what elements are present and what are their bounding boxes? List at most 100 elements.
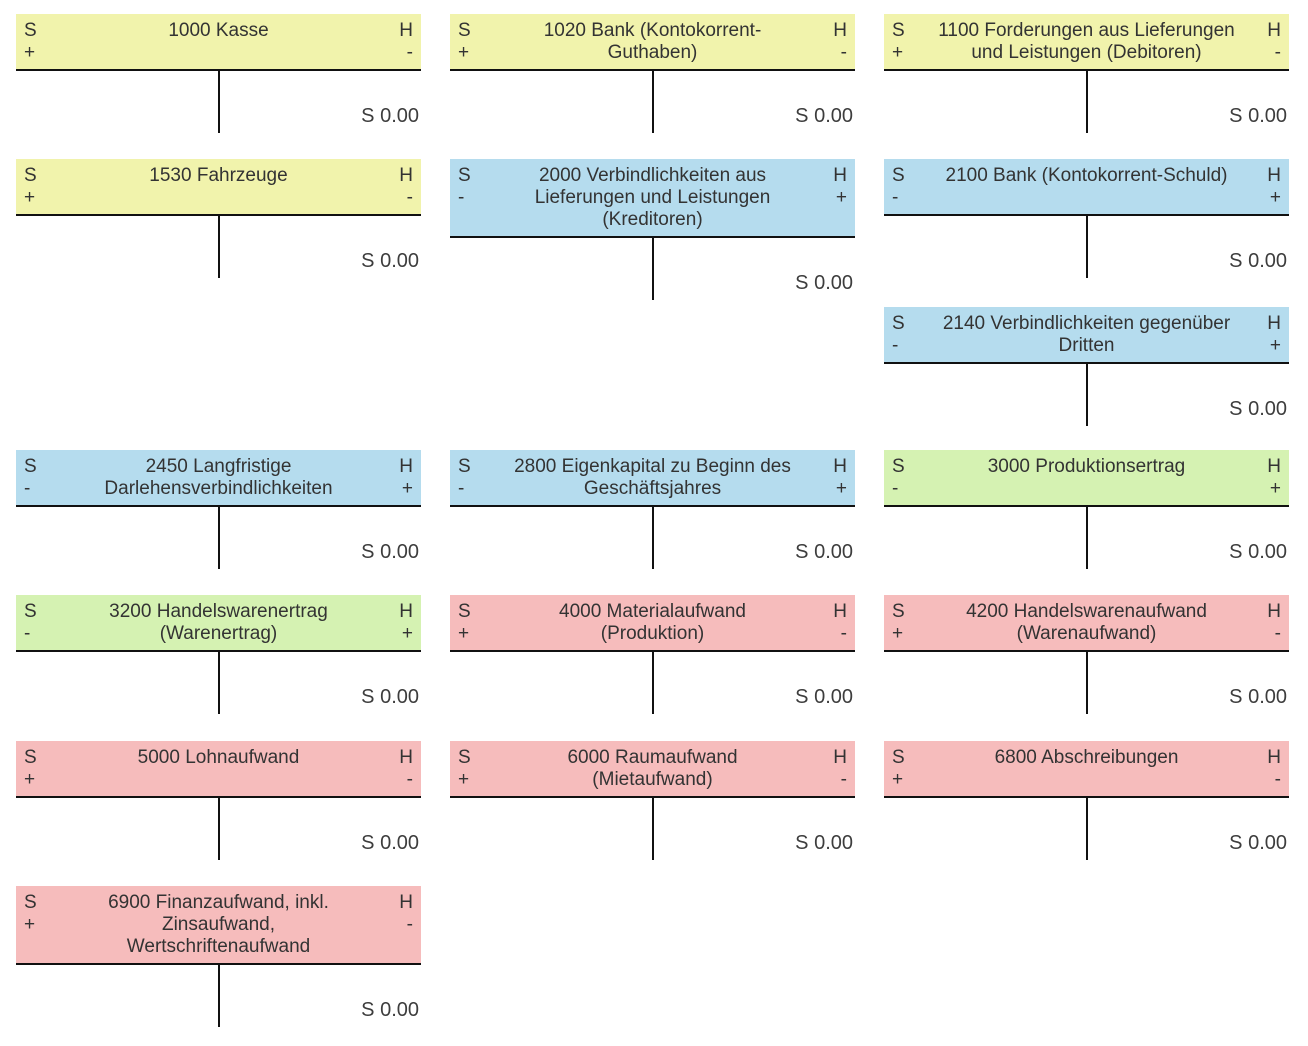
debit-sign: + bbox=[892, 42, 904, 63]
account-body: S 0.00 bbox=[884, 652, 1289, 714]
debit-sign: + bbox=[24, 187, 36, 208]
credit-label: H bbox=[1267, 747, 1281, 768]
balance-label: S 0.00 bbox=[1229, 105, 1287, 127]
balance-label: S 0.00 bbox=[795, 686, 853, 708]
account-body: S 0.00 bbox=[884, 71, 1289, 133]
credit-sign: - bbox=[1274, 42, 1281, 63]
account-title: 2800 Eigenkapital zu Beginn des Geschäft… bbox=[514, 456, 791, 499]
credit-label: H bbox=[833, 456, 847, 477]
t-account-2100-bank-kontokorrent-schuld: S- 2100 Bank (Kontokorrent-Schuld) H+ S … bbox=[884, 159, 1289, 307]
credit-sign: - bbox=[840, 623, 847, 644]
credit-sign: + bbox=[1269, 187, 1281, 208]
debit-label: S bbox=[458, 747, 471, 768]
debit-label: S bbox=[24, 456, 37, 477]
credit-sign: - bbox=[1274, 769, 1281, 790]
t-account-4000-materialaufwand: S+ 4000 Materialaufwand (Produktion) H- … bbox=[450, 595, 855, 741]
t-account-6000-raumaufwand: S+ 6000 Raumaufwand (Mietaufwand) H- S 0… bbox=[450, 741, 855, 886]
credit-label: H bbox=[1267, 456, 1281, 477]
t-divider bbox=[217, 507, 220, 569]
account-header: S- 2800 Eigenkapital zu Beginn des Gesch… bbox=[450, 450, 855, 507]
debit-label: S bbox=[458, 20, 471, 41]
debit-label: S bbox=[24, 892, 37, 913]
account-title: 3000 Produktionsertrag bbox=[987, 456, 1186, 477]
t-divider bbox=[1085, 798, 1088, 860]
credit-label: H bbox=[399, 601, 413, 622]
debit-sign: + bbox=[24, 914, 36, 935]
t-account-6900-finanzaufwand: S+ 6900 Finanzaufwand, inkl. Zinsaufwand… bbox=[16, 886, 421, 1027]
credit-sign: - bbox=[406, 914, 413, 935]
t-account-6800-abschreibungen: S+ 6800 Abschreibungen H- S 0.00 bbox=[884, 741, 1289, 886]
account-body: S 0.00 bbox=[16, 798, 421, 860]
credit-sign: + bbox=[401, 478, 413, 499]
account-title: 4200 Handelswarenaufwand (Warenaufwand) bbox=[966, 601, 1207, 644]
account-title: 2000 Verbindlichkeiten aus Lieferungen u… bbox=[534, 165, 771, 230]
t-divider bbox=[1085, 364, 1088, 426]
account-header: S- 3200 Handelswarenertrag (Warenertrag)… bbox=[16, 595, 421, 652]
credit-sign: + bbox=[1269, 478, 1281, 499]
debit-sign: + bbox=[458, 769, 470, 790]
t-divider bbox=[651, 71, 654, 133]
t-divider bbox=[1085, 507, 1088, 569]
account-body: S 0.00 bbox=[884, 216, 1289, 278]
debit-sign: - bbox=[24, 623, 31, 644]
balance-label: S 0.00 bbox=[361, 250, 419, 272]
credit-label: H bbox=[1267, 313, 1281, 334]
account-header: S+ 6000 Raumaufwand (Mietaufwand) H- bbox=[450, 741, 855, 798]
balance-label: S 0.00 bbox=[795, 832, 853, 854]
account-body: S 0.00 bbox=[16, 507, 421, 569]
debit-sign: - bbox=[458, 187, 465, 208]
debit-sign: + bbox=[458, 623, 470, 644]
debit-label: S bbox=[892, 747, 905, 768]
account-body: S 0.00 bbox=[884, 507, 1289, 569]
debit-label: S bbox=[892, 165, 905, 186]
credit-sign: - bbox=[406, 187, 413, 208]
credit-label: H bbox=[399, 165, 413, 186]
debit-sign: + bbox=[24, 42, 36, 63]
account-body: S 0.00 bbox=[884, 798, 1289, 860]
balance-label: S 0.00 bbox=[1229, 541, 1287, 563]
t-account-2450-darlehensverbindlichkeiten: S- 2450 Langfristige Darlehensverbindlic… bbox=[16, 450, 421, 595]
balance-label: S 0.00 bbox=[361, 105, 419, 127]
t-account-1020-bank-kontokorrent-guthaben: S+ 1020 Bank (Kontokorrent- Guthaben) H-… bbox=[450, 14, 855, 159]
account-body: S 0.00 bbox=[16, 652, 421, 714]
account-title: 6800 Abschreibungen bbox=[994, 747, 1179, 768]
credit-label: H bbox=[399, 747, 413, 768]
credit-sign: - bbox=[840, 769, 847, 790]
t-divider bbox=[217, 71, 220, 133]
t-divider bbox=[651, 507, 654, 569]
account-body: S 0.00 bbox=[450, 652, 855, 714]
t-account-grid: S+ 1000 Kasse H- S 0.00 S+ 1020 Bank (Ko… bbox=[16, 14, 1289, 1027]
account-title: 4000 Materialaufwand (Produktion) bbox=[559, 601, 746, 644]
credit-sign: + bbox=[835, 478, 847, 499]
debit-label: S bbox=[458, 165, 471, 186]
credit-label: H bbox=[399, 456, 413, 477]
t-account-2000-kreditoren: S- 2000 Verbindlichkeiten aus Lieferunge… bbox=[450, 159, 855, 307]
t-account-5000-lohnaufwand: S+ 5000 Lohnaufwand H- S 0.00 bbox=[16, 741, 421, 886]
account-header: S- 3000 Produktionsertrag H+ bbox=[884, 450, 1289, 507]
credit-label: H bbox=[1267, 601, 1281, 622]
credit-sign: + bbox=[401, 623, 413, 644]
t-account-4200-handelswarenaufwand: S+ 4200 Handelswarenaufwand (Warenaufwan… bbox=[884, 595, 1289, 741]
t-divider bbox=[1085, 71, 1088, 133]
debit-sign: - bbox=[24, 478, 31, 499]
t-account-1100-forderungen-debitoren: S+ 1100 Forderungen aus Lieferungen und … bbox=[884, 14, 1289, 159]
credit-sign: + bbox=[1269, 335, 1281, 356]
debit-label: S bbox=[24, 747, 37, 768]
account-header: S+ 5000 Lohnaufwand H- bbox=[16, 741, 421, 798]
credit-sign: + bbox=[835, 187, 847, 208]
debit-label: S bbox=[24, 20, 37, 41]
credit-label: H bbox=[1267, 20, 1281, 41]
balance-label: S 0.00 bbox=[795, 272, 853, 294]
account-title: 5000 Lohnaufwand bbox=[137, 747, 300, 768]
credit-label: H bbox=[833, 165, 847, 186]
account-header: S- 2000 Verbindlichkeiten aus Lieferunge… bbox=[450, 159, 855, 238]
balance-label: S 0.00 bbox=[1229, 832, 1287, 854]
account-body: S 0.00 bbox=[884, 364, 1289, 426]
t-account-2800-eigenkapital: S- 2800 Eigenkapital zu Beginn des Gesch… bbox=[450, 450, 855, 595]
balance-label: S 0.00 bbox=[361, 686, 419, 708]
t-account-2140-verbindlichkeiten-dritte: S- 2140 Verbindlichkeiten gegenüber Drit… bbox=[884, 307, 1289, 450]
credit-label: H bbox=[399, 20, 413, 41]
account-title: 1530 Fahrzeuge bbox=[149, 165, 288, 186]
debit-label: S bbox=[892, 20, 905, 41]
account-body: S 0.00 bbox=[450, 238, 855, 300]
